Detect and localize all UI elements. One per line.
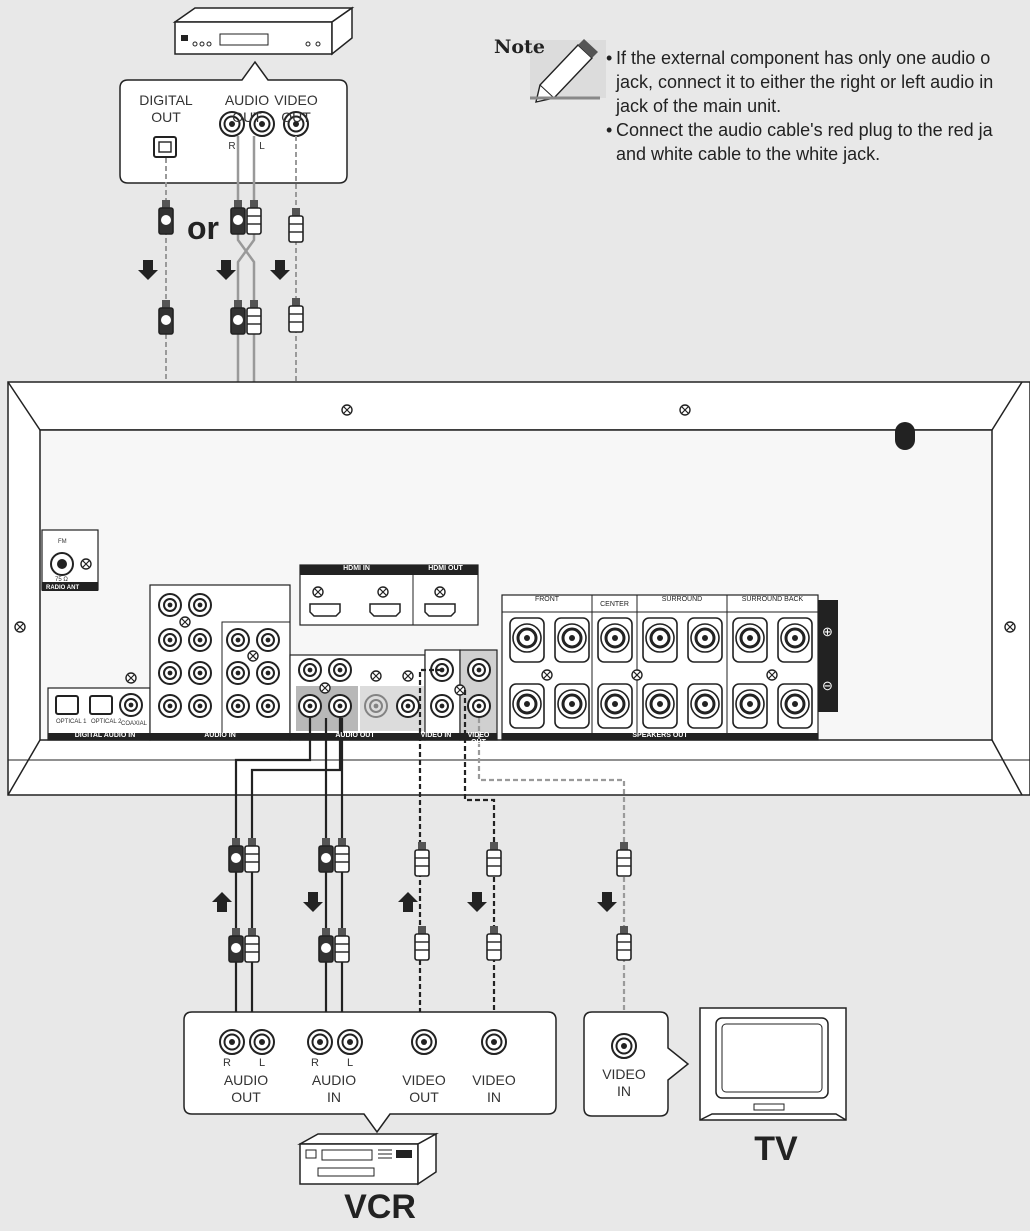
svg-text:OPTICAL 2: OPTICAL 2	[91, 719, 122, 725]
note-pencil-icon	[530, 39, 606, 103]
svg-text:RADIO ANT: RADIO ANT	[46, 585, 79, 591]
svg-text:OPTICAL 1: OPTICAL 1	[56, 719, 87, 725]
speakers-out-label: SPEAKERS OUT	[632, 732, 688, 739]
svg-text:COAXIAL: COAXIAL	[121, 721, 148, 727]
bottom-cables	[234, 668, 626, 1040]
hdmi-in-label: HDMI IN	[343, 565, 370, 572]
audio-in-section	[149, 584, 291, 741]
vcr-in-r-label: R	[311, 1057, 319, 1069]
hdmi-out-label: HDMI OUT	[428, 565, 463, 572]
audio-out-label: AUDIO OUT	[335, 732, 375, 739]
note-title: Note	[494, 36, 545, 58]
vcr-name: VCR	[344, 1188, 416, 1226]
top-r-label: R	[228, 141, 236, 152]
tv-device-icon	[699, 1007, 847, 1121]
svg-text:FM: FM	[58, 539, 67, 545]
hdmi-section	[299, 564, 479, 626]
or-label: or	[187, 210, 219, 246]
speakers-out-section: ⊕ ⊖	[501, 594, 838, 741]
digital-audio-in-section: OPTICAL 1 OPTICAL 2 COAXIAL	[47, 672, 151, 741]
vcr-jack-panel	[183, 1011, 557, 1134]
source-jack-panel	[119, 60, 348, 184]
tv-name: TV	[754, 1130, 798, 1168]
vcr-out-l-label: L	[258, 1057, 266, 1069]
note-bullet-1-line-2: jack, connect it to either the right or …	[616, 72, 994, 92]
svg-text:⊕: ⊕	[822, 624, 833, 639]
top-l-label: L	[259, 141, 265, 152]
note-bullet-2-line-2: and white cable to the white jack.	[616, 144, 881, 164]
note-bullet-1-line-1: If the external component has only one a…	[616, 48, 991, 68]
vcr-out-r-label: R	[223, 1057, 231, 1069]
speaker-front-label: FRONT	[534, 596, 560, 603]
speaker-surround-label: SURROUND	[661, 596, 703, 603]
note-bullet-2-line-1: Connect the audio cable's red plug to th…	[616, 120, 993, 140]
audio-in-label: AUDIO IN	[204, 732, 236, 739]
vcr-in-l-label: L	[346, 1057, 354, 1069]
radio-antenna-section: FM 75 Ω RADIO ANT	[41, 529, 99, 591]
note-block: Note • If the external component has onl…	[494, 36, 994, 164]
video-out-label: VIDEO OUT	[467, 732, 490, 746]
video-in-label: VIDEO IN	[420, 732, 452, 739]
speaker-surround-back-label: SURROUND BACK	[741, 596, 804, 603]
note-bullet-1-line-3: jack of the main unit.	[616, 96, 782, 116]
vcr-device-icon	[297, 1132, 439, 1186]
source-device-icon	[172, 6, 355, 56]
tv-jack-panel	[583, 1011, 690, 1117]
audio-video-section	[289, 649, 498, 741]
svg-text:75 Ω: 75 Ω	[55, 577, 68, 583]
digital-audio-in-label: DIGITAL AUDIO IN	[74, 732, 136, 739]
speaker-center-label: CENTER	[600, 601, 629, 608]
svg-text:⊖: ⊖	[822, 678, 833, 693]
